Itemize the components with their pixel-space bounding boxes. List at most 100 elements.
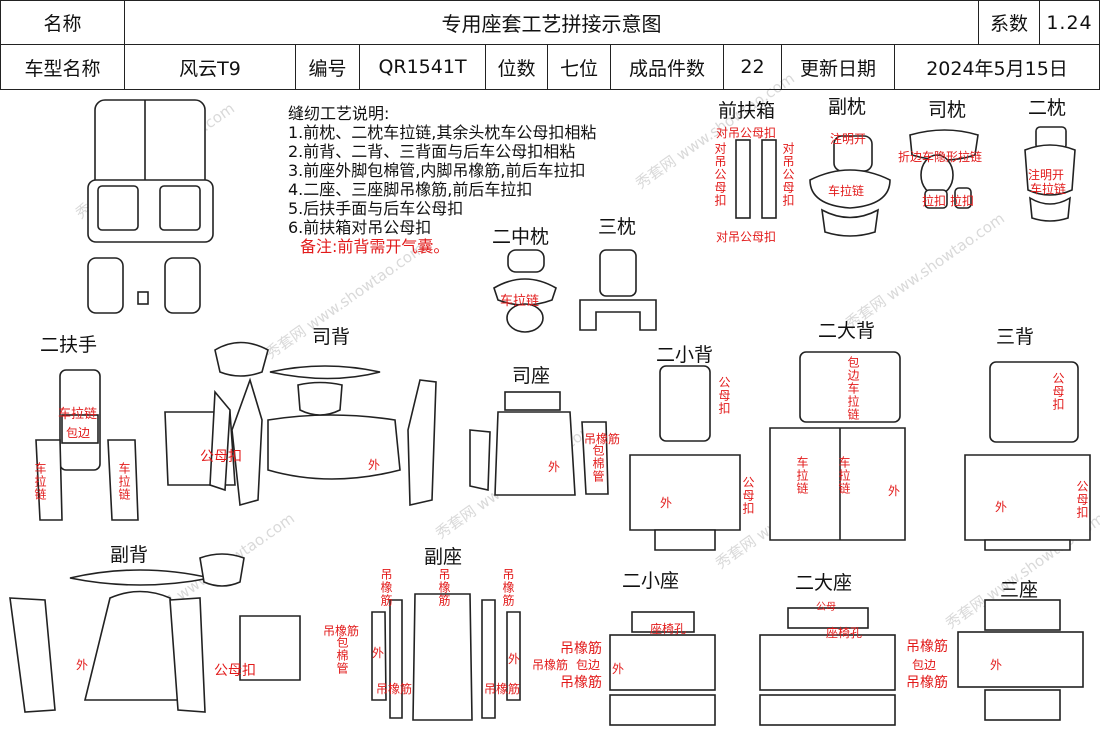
note-elastic: 吊橡筋 [584,432,621,446]
third-back-pieces [964,361,1091,551]
label-third-seat: 三座 [1000,579,1039,601]
note-pull-buckle: 拉扣 [950,194,975,208]
note-car-zipper: 车拉链 [828,184,865,198]
note-wrap-edge-zip: 包边车拉链 [846,356,860,421]
note-edge-zip: 折边车隐形拉链 [898,150,983,164]
passenger-back-pieces [9,553,301,713]
note-snap: 公母扣 [741,476,755,515]
note-snap: 公母扣 [1051,372,1065,411]
note-car-zipper: 车拉链 [117,462,131,501]
note-elastic: 吊橡筋 [323,624,360,638]
note-elastic: 吊橡筋 [501,568,515,607]
label-second-small-back: 二小背 [656,344,714,366]
note-elastic: 吊橡筋 [437,568,451,607]
label-third-back: 三背 [996,326,1035,348]
note-elastic: 吊橡筋 [379,568,393,607]
front-box-piece [761,139,777,219]
second-big-back-pieces [769,351,906,541]
label-third-pillow: 三枕 [598,216,637,238]
note-elastic: 吊橡筋 [376,682,413,696]
note-hang-snap: 对吊公母扣 [781,142,795,207]
notes-line: 3.前座外脚包棉管,内脚吊橡筋,前后车拉扣 [288,161,586,180]
label-passenger-back: 副背 [110,544,149,566]
note-outer: 外 [990,658,1003,672]
second-pillow-pieces [1024,126,1076,222]
label-second-pillow: 二枕 [1028,97,1067,119]
third-pillow-pieces [579,249,657,331]
note-outer: 外 [368,458,381,472]
note-outer: 外 [660,496,673,510]
note-outer: 外 [612,662,625,676]
note-outer: 外 [888,484,901,498]
label-passenger-seat: 副座 [424,546,463,568]
third-seat-pieces [957,599,1084,721]
note-snap: 公母扣 [1075,480,1089,519]
note-outer: 外 [508,652,521,666]
label-driver-seat: 司座 [512,365,551,387]
notes-line: 5.后扶手面与后车公母扣 [288,199,464,218]
note-car-zipper: 车拉链 [58,407,98,422]
second-small-seat-pieces [609,611,716,726]
label-second-big-back: 二大背 [818,320,876,342]
header-table: 名称 专用座套工艺拼接示意图 系数 1.24 车型名称 风云T9 编号 QR15… [0,0,1100,90]
notes-line: 4.二座、三座脚吊橡筋,前后车拉扣 [288,180,533,199]
note-car-zipper: 车拉链 [500,294,540,309]
note-snap: 公母扣 [200,449,242,465]
passenger-pillow-pieces [809,135,891,237]
note-outer: 外 [548,460,561,474]
note-snap: 公母扣 [214,663,256,679]
notes-line: 2.前背、二背、三背面与后车公母扣相粘 [288,142,576,161]
notes-heading: 缝纫工艺说明: [288,104,390,123]
note-car-zipper: 车拉链 [1030,182,1067,196]
sewing-notes: 缝纫工艺说明: 1.前枕、二枕车拉链,其余头枕车公母扣相粘 2.前背、二背、三背… [288,104,596,256]
note-wrap-tube: 包棉管 [335,636,349,675]
note-elastic: 吊橡筋 [560,675,602,691]
note-car-zipper: 车拉链 [33,462,47,501]
note-elastic: 吊橡筋 [906,639,948,655]
note-seat-hole: 座椅孔 [826,626,863,640]
note-elastic: 吊橡筋 [560,641,602,657]
note-outer: 外 [372,646,385,660]
note-hang-snap: 对吊公母扣 [716,126,777,140]
note-snap: 公母扣 [717,376,731,415]
label-driver-back: 司背 [312,326,351,348]
note-hang-snap: 对吊公母扣 [713,142,727,207]
note-car-zipper: 车拉链 [837,456,851,495]
notes-line: 1.前枕、二枕车拉链,其余头枕车公母扣相粘 [288,123,597,142]
second-big-seat-pieces [759,607,896,726]
note-elastic: 吊橡筋 [532,658,569,672]
note-elastic: 吊橡筋 [484,682,521,696]
driver-pillow-pieces [909,129,979,209]
label-second-big-seat: 二大座 [795,572,853,594]
label-second-mid-pillow: 二中枕 [492,226,550,248]
note-wrap-tube: 包棉管 [591,444,605,483]
note-zipper-open: 注明开 [1028,168,1065,182]
label-front-box: 前扶箱 [718,100,776,122]
note-hang-snap: 对吊公母扣 [716,230,777,244]
notes-line: 6.前扶箱对吊公母扣 [288,218,432,237]
second-armrest-pieces [35,369,139,521]
note-wrap-edge: 包边 [66,426,91,440]
note-seat-hole: 座椅孔 [650,622,687,636]
note-car-zipper: 车拉链 [795,456,809,495]
front-box-piece [735,139,751,219]
passenger-seat-pieces [371,593,521,721]
second-small-back-pieces [629,365,741,551]
note-wrap-edge: 包边 [912,658,937,672]
note-pull-buckle: 拉扣 [922,194,947,208]
label-passenger-pillow: 副枕 [828,96,867,118]
seat-overview-diagram [87,99,214,314]
driver-seat-pieces [469,391,609,496]
note-elastic: 吊橡筋 [906,675,948,691]
note-male-female: 公母 [816,602,836,613]
second-mid-pillow-pieces [493,249,557,333]
label-second-armrest: 二扶手 [40,334,98,356]
label-second-small-seat: 二小座 [622,570,680,592]
note-zipper-open: 注明开 [830,132,867,146]
note-wrap-edge: 包边 [576,658,601,672]
notes-remark: 备注:前背需开气囊。 [300,237,450,256]
note-outer: 外 [995,500,1008,514]
note-outer: 外 [76,658,89,672]
label-driver-pillow: 司枕 [928,99,967,121]
